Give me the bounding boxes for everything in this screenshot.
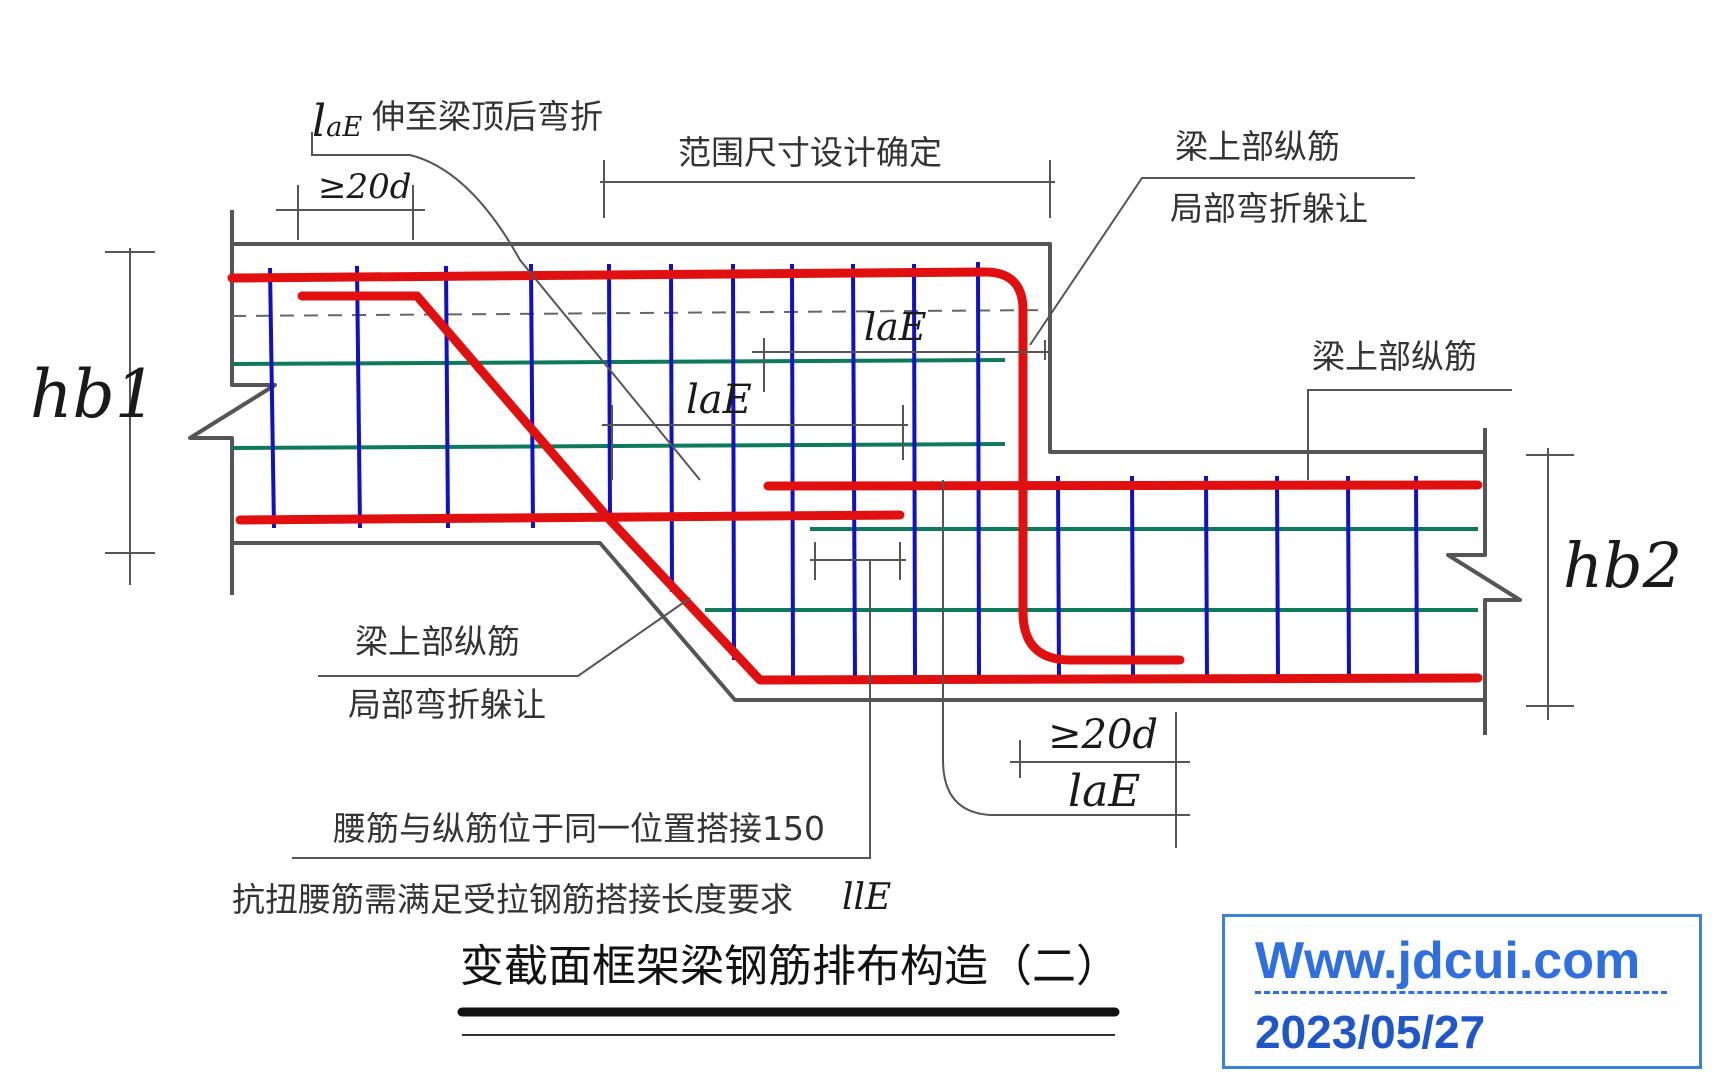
lle-label: llE: [842, 877, 892, 918]
stirrup: [607, 263, 612, 523]
torsion-label: 抗扭腰筋需满足受拉钢筋搭接长度要求: [232, 880, 793, 919]
waist-bar: [231, 442, 1006, 450]
stirrup: [851, 263, 857, 681]
lae-top-label: laE: [312, 96, 363, 147]
leader-lae-top: [311, 132, 701, 481]
lae-mid2-label: laE: [686, 377, 752, 423]
ge20d-bottom-label: ≥20d: [1048, 712, 1159, 758]
diagram-title: 变截面框架梁钢筋排布构造（二）: [460, 941, 1120, 992]
stirrup: [1130, 475, 1135, 681]
stirrup: [268, 267, 276, 529]
bottom-bar-left: [235, 510, 905, 525]
left-bottom-label-2: 局部弯折躲让: [348, 685, 546, 724]
stirrup: [1204, 475, 1209, 681]
top-right-label-2: 局部弯折躲让: [1170, 189, 1368, 228]
top-bar-right: [763, 480, 1483, 491]
watermark-url: Www.jdcui.com: [1255, 932, 1641, 990]
stirrup: [1275, 475, 1280, 681]
ge20d-top-label: ≥20d: [318, 167, 412, 207]
top-bar-left: [227, 267, 1185, 665]
beam-outline-bottom: [232, 541, 1485, 702]
stirrup: [976, 261, 981, 681]
beam-outline-top: [232, 242, 1485, 454]
stirrup: [444, 265, 450, 529]
stirrup: [355, 265, 362, 529]
lae-top-text: 伸至梁顶后弯折: [372, 97, 603, 136]
main-bars: [227, 267, 1483, 685]
stirrup: [731, 263, 736, 661]
top-right-label-1: 梁上部纵筋: [1175, 127, 1340, 166]
watermark-dash: [1255, 991, 1667, 994]
stirrup: [669, 263, 674, 593]
waist-lap-label: 腰筋与纵筋位于同一位置搭接150: [333, 809, 825, 848]
stirrup: [790, 263, 795, 681]
stirrup: [1056, 475, 1061, 681]
mid-right-label: 梁上部纵筋: [1312, 337, 1477, 376]
waist-bar: [231, 358, 1006, 366]
stirrup: [912, 263, 917, 681]
stirrup: [1414, 475, 1419, 681]
stirrup: [529, 263, 535, 529]
watermark-box: Www.jdcui.com 2023/05/27: [1222, 914, 1702, 1069]
lae-mid1-label: laE: [864, 305, 927, 349]
beam-right-end: [1446, 428, 1522, 735]
range-label: 范围尺寸设计确定: [678, 133, 942, 172]
hb1-label: hb1: [30, 356, 157, 433]
lae-bottom-label: laE: [1068, 766, 1141, 817]
dashed-line: [231, 309, 1051, 317]
stirrups: [268, 261, 1419, 681]
beam-left-end: [188, 210, 277, 595]
watermark-date: 2023/05/27: [1255, 1006, 1486, 1058]
hb2-label: hb2: [1563, 529, 1683, 602]
title-underline: [457, 1007, 1120, 1036]
leader-lines: [105, 132, 1574, 859]
left-bottom-label-1: 梁上部纵筋: [355, 622, 520, 661]
stirrup: [1346, 475, 1351, 681]
beam-outline: [188, 210, 1522, 735]
